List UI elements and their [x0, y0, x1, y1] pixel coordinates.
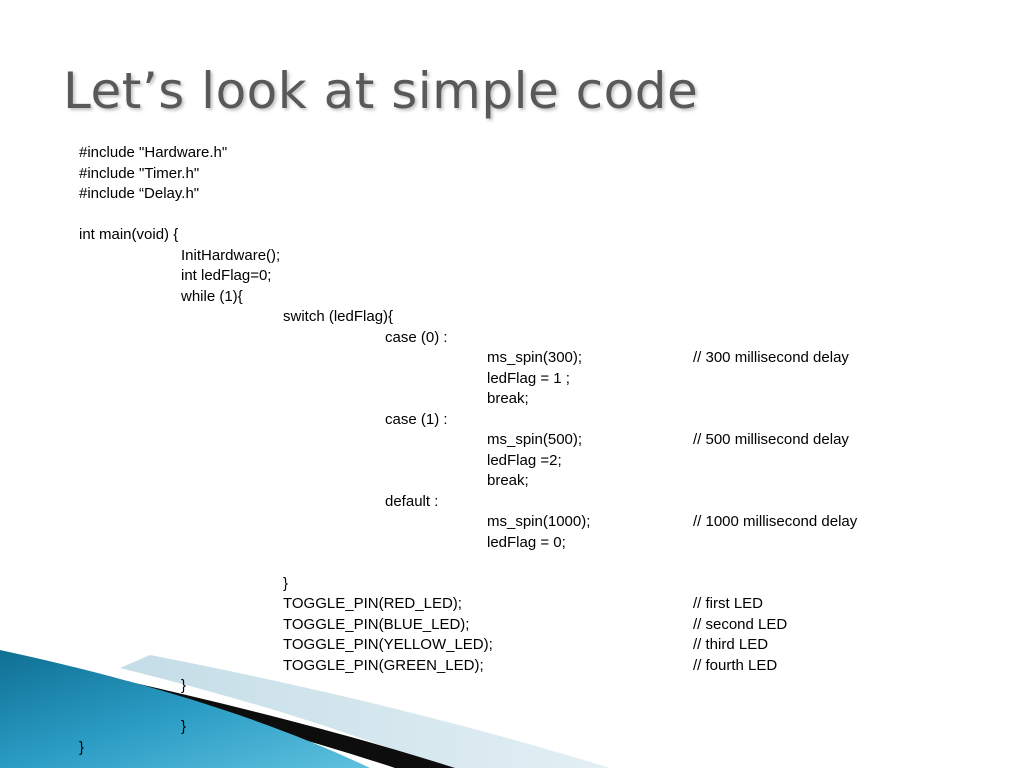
code-comment: // second LED — [693, 615, 788, 633]
code-line: ledFlag = 1 ; — [79, 369, 1009, 390]
code-text: TOGGLE_PIN(RED_LED); — [283, 595, 462, 612]
code-line — [79, 205, 1009, 226]
code-line: } — [79, 676, 1009, 697]
code-line: break; — [79, 471, 1009, 492]
code-text: #include "Hardware.h" — [79, 144, 228, 161]
code-text: switch (ledFlag){ — [283, 308, 394, 325]
slide-title: Let’s look at simple code — [63, 62, 699, 120]
code-text: #include “Delay.h" — [79, 185, 200, 202]
code-line: #include "Hardware.h" — [79, 143, 1009, 164]
code-line: ledFlag = 0; — [79, 533, 1009, 554]
code-line: InitHardware(); — [79, 246, 1009, 267]
code-comment: // fourth LED — [693, 656, 778, 674]
code-line: ms_spin(300); // 300 millisecond delay — [79, 348, 1009, 369]
code-text: default : — [385, 492, 439, 510]
code-text: ledFlag = 1 ; — [487, 369, 570, 387]
code-line: ledFlag =2; — [79, 451, 1009, 472]
code-text: while (1){ — [181, 287, 243, 305]
code-line: } — [79, 717, 1009, 738]
code-line: ms_spin(1000); // 1000 millisecond delay — [79, 512, 1009, 533]
code-line: switch (ledFlag){ — [79, 307, 1009, 328]
code-line: int ledFlag=0; — [79, 266, 1009, 287]
code-text: TOGGLE_PIN(BLUE_LED); — [283, 615, 470, 633]
code-text: ms_spin(300); — [487, 349, 583, 366]
code-line: TOGGLE_PIN(RED_LED); // first LED — [79, 594, 1009, 615]
code-line: TOGGLE_PIN(BLUE_LED); // second LED — [79, 615, 1009, 636]
code-text: InitHardware(); — [181, 246, 281, 264]
code-line: } — [79, 738, 1009, 759]
code-text: ms_spin(1000); — [487, 513, 591, 530]
code-text: TOGGLE_PIN(YELLOW_LED); — [283, 636, 493, 653]
code-line: default : — [79, 492, 1009, 513]
code-line: break; — [79, 389, 1009, 410]
code-text: } — [181, 677, 187, 694]
code-line: ms_spin(500); // 500 millisecond delay — [79, 430, 1009, 451]
code-text: TOGGLE_PIN(GREEN_LED); — [283, 656, 484, 674]
code-text: ms_spin(500); — [487, 431, 583, 448]
code-line: while (1){ — [79, 287, 1009, 308]
code-text: #include "Timer.h" — [79, 164, 200, 182]
code-line: #include “Delay.h" — [79, 184, 1009, 205]
code-text: case (1) : — [385, 410, 448, 428]
code-text: case (0) : — [385, 328, 448, 346]
code-block: #include "Hardware.h" #include "Timer.h" #… — [79, 143, 1009, 758]
code-text: } — [283, 574, 289, 592]
code-line: case (0) : — [79, 328, 1009, 349]
code-line: TOGGLE_PIN(YELLOW_LED); // third LED — [79, 635, 1009, 656]
code-text: ledFlag = 0; — [487, 533, 566, 551]
code-comment: // 1000 millisecond delay — [693, 513, 858, 530]
code-text: break; — [487, 390, 529, 407]
code-text: } — [181, 718, 187, 735]
code-text: break; — [487, 472, 529, 489]
code-comment: // first LED — [693, 595, 764, 612]
code-text: } — [79, 738, 85, 756]
code-text: ledFlag =2; — [487, 451, 562, 469]
code-line: int main(void) { — [79, 225, 1009, 246]
code-line: case (1) : — [79, 410, 1009, 431]
code-text: int main(void) { — [79, 226, 179, 243]
code-line: #include "Timer.h" — [79, 164, 1009, 185]
code-line — [79, 553, 1009, 574]
code-line: TOGGLE_PIN(GREEN_LED); // fourth LED — [79, 656, 1009, 677]
code-comment: // 500 millisecond delay — [693, 431, 849, 448]
code-comment: // 300 millisecond delay — [693, 349, 849, 366]
code-text: int ledFlag=0; — [181, 267, 272, 284]
code-line — [79, 697, 1009, 718]
code-line: } — [79, 574, 1009, 595]
code-comment: // third LED — [693, 636, 769, 653]
